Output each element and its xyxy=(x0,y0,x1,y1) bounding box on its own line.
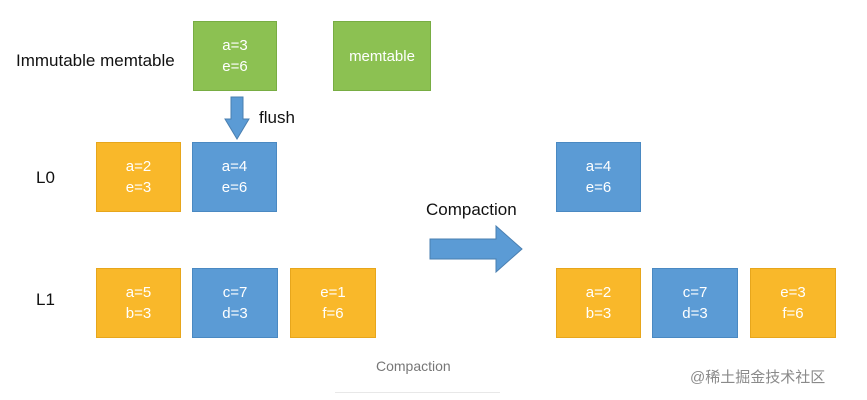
memtable-text: memtable xyxy=(349,47,415,65)
watermark: @稀土掘金技术社区 xyxy=(690,369,826,386)
immutable-memtable-box: a=3 e=6 xyxy=(193,21,277,91)
after-l1-sstable-2-line1: c=7 xyxy=(682,284,708,301)
before-l0-sstable-2-line2: e=6 xyxy=(221,179,248,196)
before-l1-sstable-1-line1: a=5 xyxy=(125,284,152,301)
before-l1-sstable-1: a=5 b=3 xyxy=(96,268,181,338)
after-l1-sstable-1: a=2 b=3 xyxy=(556,268,641,338)
before-l1-sstable-2-line2: d=3 xyxy=(222,305,248,322)
level-0-label: L0 xyxy=(36,168,55,187)
compaction-arrow-icon xyxy=(429,224,523,274)
after-l1-sstable-2: c=7 d=3 xyxy=(652,268,738,338)
flush-arrow-icon xyxy=(224,96,250,140)
figure-caption: Compaction xyxy=(376,358,451,374)
before-l0-sstable-1-line1: a=2 xyxy=(125,158,152,175)
after-l1-sstable-1-line2: b=3 xyxy=(585,305,612,322)
before-l0-sstable-1-line2: e=3 xyxy=(125,179,152,196)
memtable-box: memtable xyxy=(333,21,431,91)
after-l1-sstable-3-line1: e=3 xyxy=(780,284,806,301)
after-l0-sstable-1-line1: a=4 xyxy=(585,158,612,175)
after-l0-sstable-1-line2: e=6 xyxy=(585,179,612,196)
after-l1-sstable-2-line2: d=3 xyxy=(682,305,708,322)
immutable-memtable-line1: a=3 xyxy=(222,37,248,54)
immutable-memtable-line2: e=6 xyxy=(222,58,248,75)
after-l1-sstable-1-line1: a=2 xyxy=(585,284,612,301)
after-l1-sstable-3-line2: f=6 xyxy=(782,305,804,322)
after-l0-sstable-1: a=4 e=6 xyxy=(556,142,641,212)
before-l1-sstable-2: c=7 d=3 xyxy=(192,268,278,338)
before-l0-sstable-1: a=2 e=3 xyxy=(96,142,181,212)
before-l1-sstable-3-line1: e=1 xyxy=(320,284,346,301)
before-l1-sstable-1-line2: b=3 xyxy=(125,305,152,322)
before-l1-sstable-3-line2: f=6 xyxy=(322,305,344,322)
before-l1-sstable-3: e=1 f=6 xyxy=(290,268,376,338)
after-l1-sstable-3: e=3 f=6 xyxy=(750,268,836,338)
caption-underline xyxy=(335,392,500,393)
before-l1-sstable-2-line1: c=7 xyxy=(222,284,248,301)
compaction-label: Compaction xyxy=(426,200,517,219)
flush-label: flush xyxy=(259,108,295,127)
immutable-memtable-label: Immutable memtable xyxy=(16,51,175,70)
before-l0-sstable-2-line1: a=4 xyxy=(221,158,248,175)
before-l0-sstable-2: a=4 e=6 xyxy=(192,142,277,212)
level-1-label: L1 xyxy=(36,290,55,309)
